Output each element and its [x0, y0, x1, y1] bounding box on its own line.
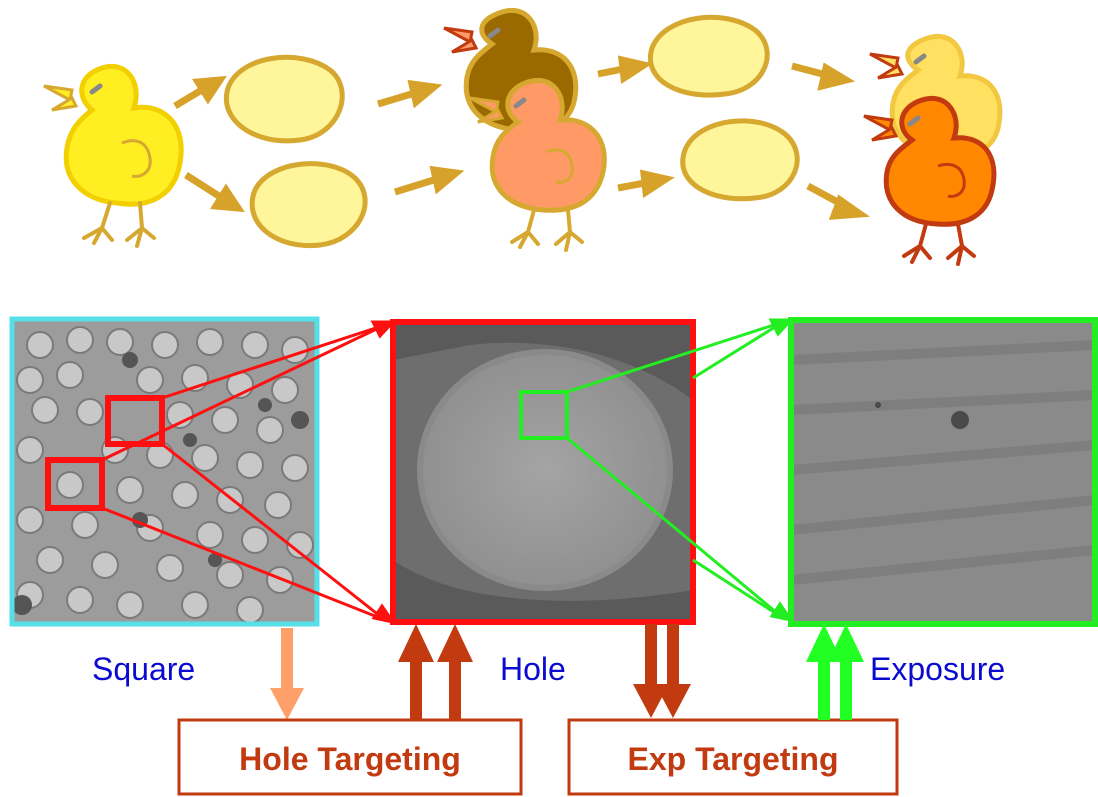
zoom-lines-hole	[101, 320, 397, 625]
arrow-hole-to-exp-targeting	[633, 624, 691, 718]
label-square: Square	[92, 651, 195, 687]
exposure-panel	[788, 317, 1098, 627]
egg-icon	[249, 161, 368, 249]
hole-targeting-box: Hole Targeting	[177, 718, 523, 796]
chick-icon	[469, 77, 607, 252]
chick-icon	[43, 63, 184, 248]
exp-targeting-box: Exp Targeting	[567, 718, 899, 796]
arrow-targeting-to-exposure	[806, 624, 864, 720]
arrow-square-to-targeting	[270, 628, 304, 720]
flow-arrow	[806, 182, 871, 220]
chick-generations	[43, 7, 1003, 266]
exp-targeting-label: Exp Targeting	[628, 741, 839, 777]
hole-panel	[390, 319, 696, 625]
square-panel	[9, 316, 320, 627]
flow-arrow	[791, 62, 856, 91]
flow-arrow	[597, 55, 653, 85]
egg-icon	[647, 14, 770, 98]
egg-icon	[223, 54, 345, 144]
flow-arrow	[184, 172, 245, 213]
hole-targeting-label: Hole Targeting	[239, 741, 461, 777]
zoom-lines-exposure	[566, 318, 795, 623]
flow-arrow	[376, 79, 443, 109]
label-exposure: Exposure	[870, 651, 1005, 687]
chick-icon	[863, 95, 997, 266]
label-hole: Hole	[500, 651, 566, 687]
flow-arrow	[173, 75, 227, 110]
flow-arrow	[393, 165, 465, 196]
flow-arrow	[617, 169, 675, 199]
arrow-targeting-to-hole	[398, 624, 473, 720]
egg-icon	[680, 118, 800, 202]
